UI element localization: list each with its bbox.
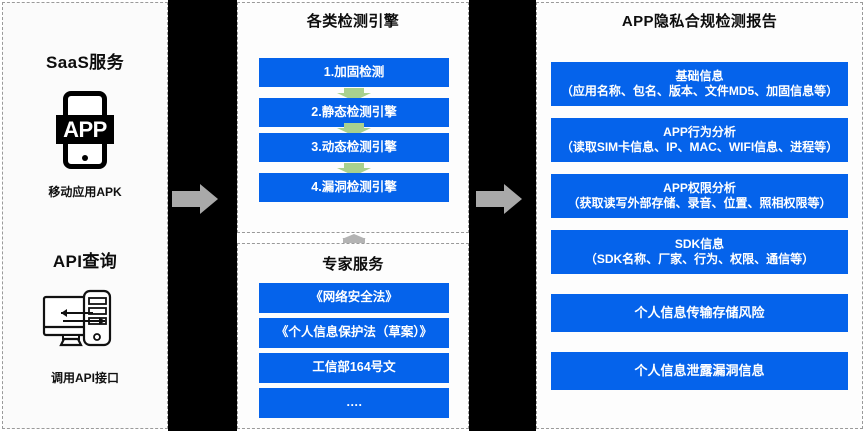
api-title: API查询 bbox=[52, 252, 118, 271]
arrow-head bbox=[337, 128, 371, 136]
phone-home-dot bbox=[82, 155, 88, 161]
report-item-basic-info[interactable]: 基础信息 （应用名称、包名、版本、文件MD5、加固信息等） bbox=[551, 62, 848, 106]
report-item-detail: （应用名称、包名、版本、文件MD5、加固信息等） bbox=[560, 84, 839, 98]
arrow-head bbox=[200, 184, 218, 214]
report-item-heading: APP权限分析 bbox=[663, 181, 736, 195]
api-call-icon bbox=[2, 283, 168, 363]
expert-title: 专家服务 bbox=[322, 256, 384, 273]
engine-connector-arrow-3 bbox=[337, 163, 371, 176]
report-item-sdk-info[interactable]: SDK信息 （SDK名称、厂家、行为、权限、通信等） bbox=[551, 230, 848, 274]
report-item-heading: 基础信息 bbox=[675, 69, 724, 83]
report-item-heading: APP行为分析 bbox=[663, 125, 736, 139]
app-apk-icon: APP bbox=[2, 84, 168, 176]
report-item-heading: 个人信息传输存储风险 bbox=[634, 304, 765, 320]
api-caption: 调用API接口 bbox=[50, 371, 119, 385]
engine-item-2[interactable]: 2.静态检测引擎 bbox=[259, 98, 449, 127]
arrow-shaft bbox=[344, 88, 364, 94]
flow-arrow-right bbox=[476, 184, 524, 214]
monitor-phone-exchange-icon bbox=[42, 289, 112, 347]
right-separator-band bbox=[469, 0, 536, 431]
phone-icon: APP bbox=[56, 91, 114, 169]
arrow-shaft bbox=[476, 191, 506, 207]
phone-banner bbox=[56, 115, 114, 144]
report-item-permission-analysis[interactable]: APP权限分析 （获取读写外部存储、录音、位置、照相权限等） bbox=[551, 174, 848, 218]
panel-connector-arrow bbox=[337, 234, 371, 243]
report-item-detail: （获取读写外部存储、录音、位置、照相权限等） bbox=[567, 196, 832, 210]
arrow-shaft bbox=[343, 238, 365, 243]
report-item-transmission-risk[interactable]: 个人信息传输存储风险 bbox=[551, 294, 848, 332]
engine-item-3[interactable]: 3.动态检测引擎 bbox=[259, 133, 449, 162]
arrow-head bbox=[337, 93, 371, 101]
arrow-shaft bbox=[344, 163, 364, 169]
arrow-head bbox=[342, 234, 366, 239]
arrow-head bbox=[337, 168, 371, 176]
expert-item-3[interactable]: 工信部164号文 bbox=[259, 353, 449, 383]
report-item-leak-vulnerability[interactable]: 个人信息泄露漏洞信息 bbox=[551, 352, 848, 390]
report-item-heading: SDK信息 bbox=[674, 237, 725, 251]
expert-item-1[interactable]: 《网络安全法》 bbox=[259, 283, 449, 313]
report-item-detail: （SDK名称、厂家、行为、权限、通信等） bbox=[584, 252, 815, 266]
expert-item-2[interactable]: 《个人信息保护法（草案）》 bbox=[259, 318, 449, 348]
engine-item-1[interactable]: 1.加固检测 bbox=[259, 58, 449, 87]
arrow-head bbox=[504, 184, 522, 214]
report-item-detail: （读取SIM卡信息、IP、MAC、WIFI信息、进程等） bbox=[560, 140, 839, 154]
arrow-shaft bbox=[344, 123, 364, 129]
engine-connector-arrow-2 bbox=[337, 123, 371, 136]
expert-item-4[interactable]: …. bbox=[259, 388, 449, 418]
engine-item-4[interactable]: 4.漏洞检测引擎 bbox=[259, 173, 449, 202]
engines-title: 各类检测引擎 bbox=[306, 13, 400, 30]
app-label: APP bbox=[63, 117, 107, 142]
engine-connector-arrow-1 bbox=[337, 88, 371, 101]
flow-arrow-left bbox=[172, 184, 220, 214]
report-item-behavior-analysis[interactable]: APP行为分析 （读取SIM卡信息、IP、MAC、WIFI信息、进程等） bbox=[551, 118, 848, 162]
apk-caption: 移动应用APK bbox=[48, 185, 122, 199]
report-item-heading: 个人信息泄露漏洞信息 bbox=[634, 362, 765, 378]
saas-panel bbox=[2, 2, 168, 429]
saas-title: SaaS服务 bbox=[46, 53, 124, 72]
left-separator-band bbox=[168, 0, 237, 431]
arrow-shaft bbox=[172, 191, 202, 207]
report-title: APP隐私合规检测报告 bbox=[621, 13, 778, 30]
